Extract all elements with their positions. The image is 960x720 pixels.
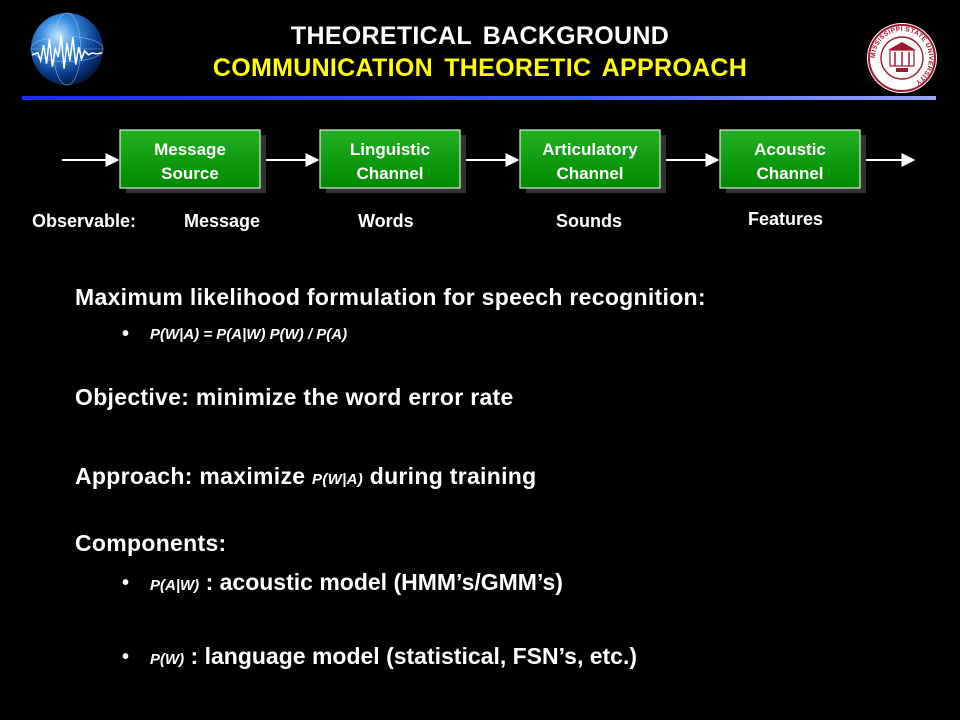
components-heading: Components: bbox=[75, 530, 227, 556]
observable-prefix: Observable: bbox=[32, 211, 137, 231]
bullet-icon: • bbox=[122, 572, 130, 594]
component-language-model: P(W) : language model (statistical, FSN’… bbox=[150, 643, 638, 669]
approach-line: Approach: maximize P(W|A) during trainin… bbox=[75, 463, 537, 489]
flow-box-acoustic-channel bbox=[719, 129, 866, 193]
observable-words: Words bbox=[358, 211, 414, 231]
ml-formula: P(W|A) = P(A|W) P(W) / P(A) bbox=[150, 326, 348, 343]
objective-line: Objective: minimize the word error rate bbox=[75, 384, 514, 410]
observable-sounds: Sounds bbox=[556, 211, 622, 231]
observable-features: Features bbox=[748, 209, 824, 229]
bullet-icon: • bbox=[122, 323, 130, 345]
flow-box-linguistic-channel bbox=[319, 129, 466, 193]
title-divider bbox=[22, 96, 936, 100]
communication-flow-diagram bbox=[62, 129, 916, 193]
flow-box-articulatory-channel bbox=[519, 129, 666, 193]
globe-logo-icon bbox=[30, 12, 104, 86]
ml-heading: Maximum likelihood formulation for speec… bbox=[75, 284, 706, 310]
flow-box-message-source bbox=[119, 129, 266, 193]
observable-message: Message bbox=[184, 211, 261, 231]
component-acoustic-model: P(A|W) : acoustic model (HMM’s/GMM’s) bbox=[150, 569, 563, 595]
title-line-1: THEORETICAL BACKGROUND bbox=[290, 22, 670, 50]
title-line-2: COMMUNICATION THEORETIC APPROACH bbox=[212, 54, 748, 82]
university-seal-icon: MISSISSIPPI STATE UNIVERSITY bbox=[867, 23, 937, 93]
bullet-icon: • bbox=[122, 646, 130, 668]
